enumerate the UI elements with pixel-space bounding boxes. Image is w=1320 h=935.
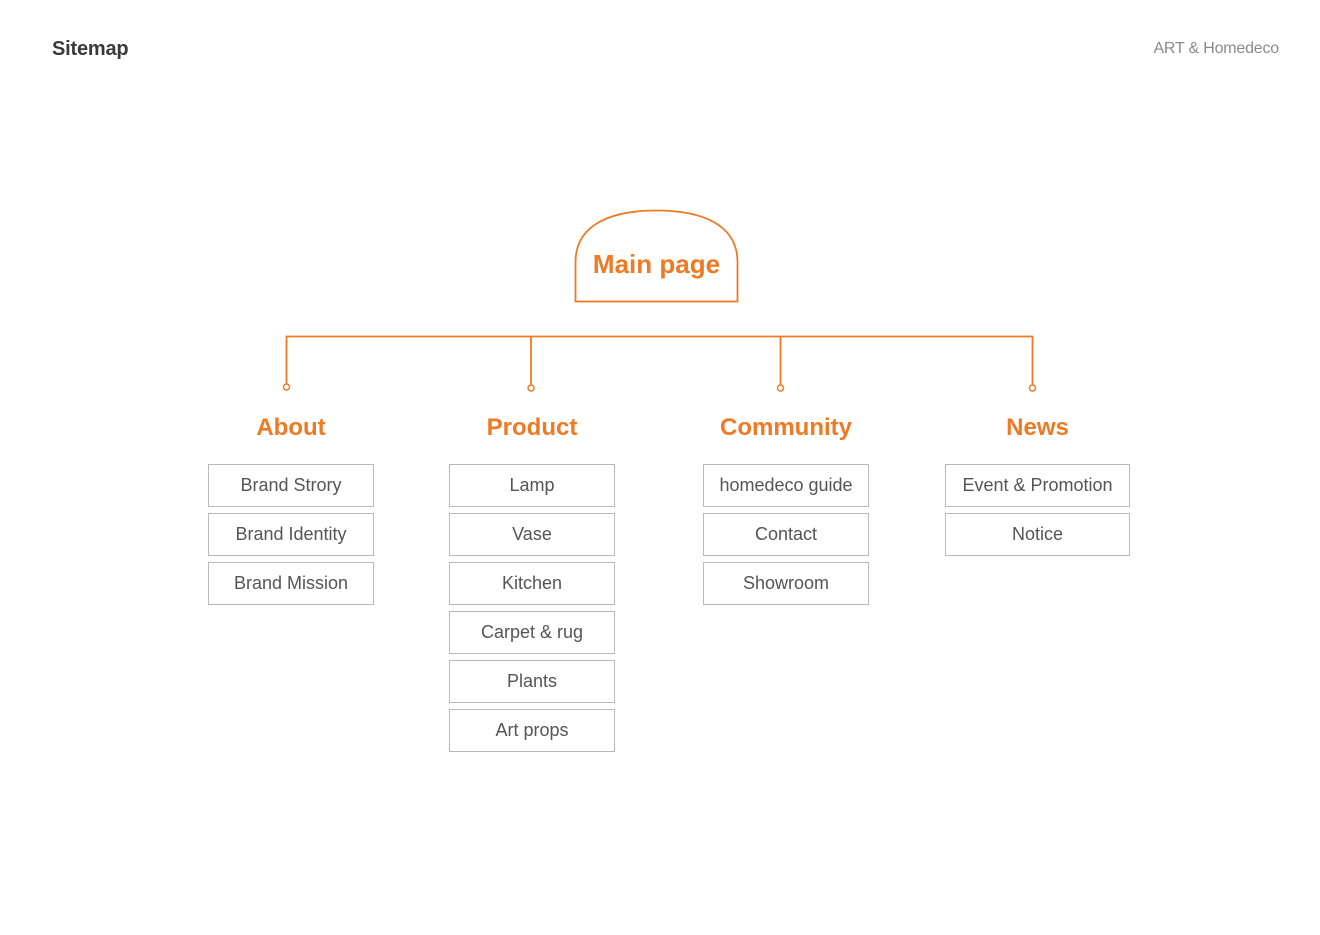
section-about: About Brand Strory Brand Identity Brand … [208,410,374,611]
section-community: Community homedeco guide Contact Showroo… [703,410,869,611]
main-page-node[interactable]: Main page [592,248,721,279]
product-item-carpet-rug[interactable]: Carpet & rug [449,611,615,654]
community-item-showroom[interactable]: Showroom [703,562,869,605]
product-item-lamp[interactable]: Lamp [449,464,615,507]
product-item-art-props[interactable]: Art props [449,709,615,752]
community-item-contact[interactable]: Contact [703,513,869,556]
brand-name: ART & Homedeco [1153,40,1279,57]
news-item-event-promotion[interactable]: Event & Promotion [945,464,1130,507]
section-product-title[interactable]: Product [486,414,578,441]
product-connector-node [527,384,535,392]
about-item-brand-mission[interactable]: Brand Mission [208,562,374,605]
section-news-items: Event & Promotion Notice [945,464,1130,556]
section-news: News Event & Promotion Notice [945,410,1130,562]
section-community-title[interactable]: Community [720,414,852,441]
section-community-items: homedeco guide Contact Showroom [703,464,869,605]
section-product-items: Lamp Vase Kitchen Carpet & rug Plants Ar… [449,464,615,752]
hub-connector [285,335,1034,385]
community-connector-node [776,384,785,392]
news-connector-node [1028,384,1037,392]
section-news-title[interactable]: News [1006,414,1069,441]
about-connector-node [282,383,291,391]
news-item-notice[interactable]: Notice [945,513,1130,556]
about-item-brand-identity[interactable]: Brand Identity [208,513,374,556]
section-product: Product Lamp Vase Kitchen Carpet & rug P… [449,410,615,758]
section-about-items: Brand Strory Brand Identity Brand Missio… [208,464,374,605]
product-item-kitchen[interactable]: Kitchen [449,562,615,605]
product-item-vase[interactable]: Vase [449,513,615,556]
product-item-plants[interactable]: Plants [449,660,615,703]
community-item-homedeco-guide[interactable]: homedeco guide [703,464,869,507]
page-title: Sitemap [52,38,129,60]
section-about-title[interactable]: About [256,414,326,441]
about-item-brand-story[interactable]: Brand Strory [208,464,374,507]
